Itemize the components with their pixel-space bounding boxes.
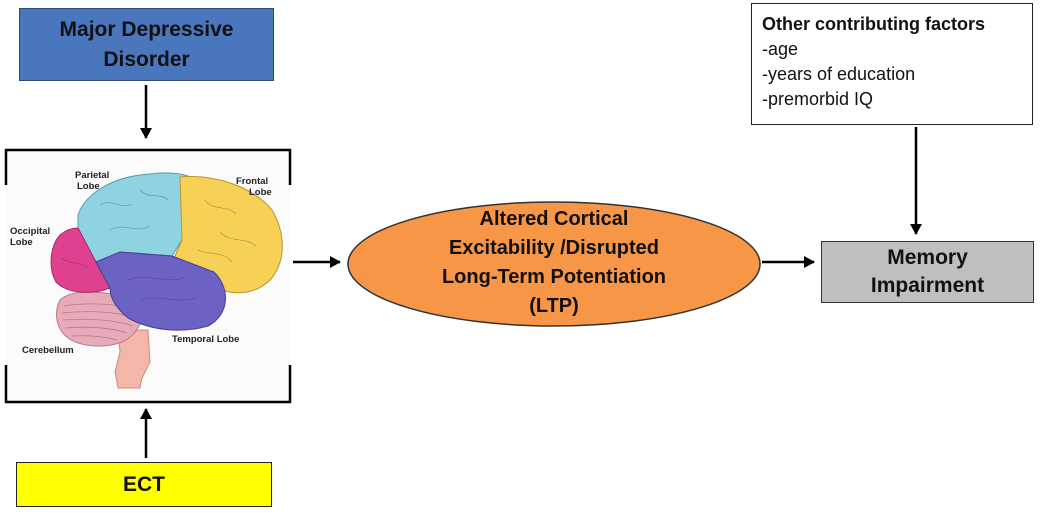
temporal-region (95, 251, 226, 331)
brain-stem (114, 329, 151, 389)
frontal-region (173, 176, 283, 294)
mechanism-line4: (LTP) (529, 295, 579, 317)
occipital-label-line1: Occipital (10, 226, 50, 237)
cerebellum-label: Cerebellum (22, 345, 74, 356)
occipital-region (50, 227, 111, 293)
brain-sulci (61, 189, 257, 301)
contributing-factors-box: Other contributing factors -age -years o… (751, 3, 1033, 125)
occipital-label-line2: Lobe (10, 237, 33, 248)
factor-item-iq: -premorbid IQ (762, 89, 874, 109)
ect-label: ECT (123, 472, 165, 496)
major-depressive-disorder-box: Major Depressive Disorder (19, 8, 274, 81)
factor-item-education: -years of education (762, 64, 916, 84)
mechanism-ellipse (347, 201, 761, 327)
mdd-label-line1: Major Depressive (59, 17, 234, 41)
factor-item-age: -age (762, 39, 799, 59)
frontal-label-line1: Frontal (236, 176, 268, 187)
parietal-region (77, 172, 189, 263)
memory-label-line1: Memory (887, 246, 968, 269)
frontal-label-line2: Lobe (249, 187, 272, 198)
brain-illustration: Parietal Lobe Frontal Lobe Occipital Lob… (10, 170, 283, 389)
memory-impairment-box: Memory Impairment (821, 241, 1034, 303)
mechanism-line1: Altered Cortical (480, 208, 629, 230)
factors-title: Other contributing factors (762, 14, 986, 34)
memory-label-line2: Impairment (870, 274, 985, 297)
ect-box: ECT (16, 462, 272, 507)
mdd-label-line2: Disorder (103, 47, 190, 71)
mechanism-line2: Excitability /Disrupted (449, 237, 659, 259)
temporal-label: Temporal Lobe (172, 334, 239, 345)
parietal-label-line1: Parietal (75, 170, 109, 181)
bottom-bracket (4, 365, 292, 404)
top-bracket (4, 148, 292, 185)
parietal-label-line2: Lobe (77, 181, 100, 192)
mechanism-line3: Long-Term Potentiation (442, 266, 666, 288)
